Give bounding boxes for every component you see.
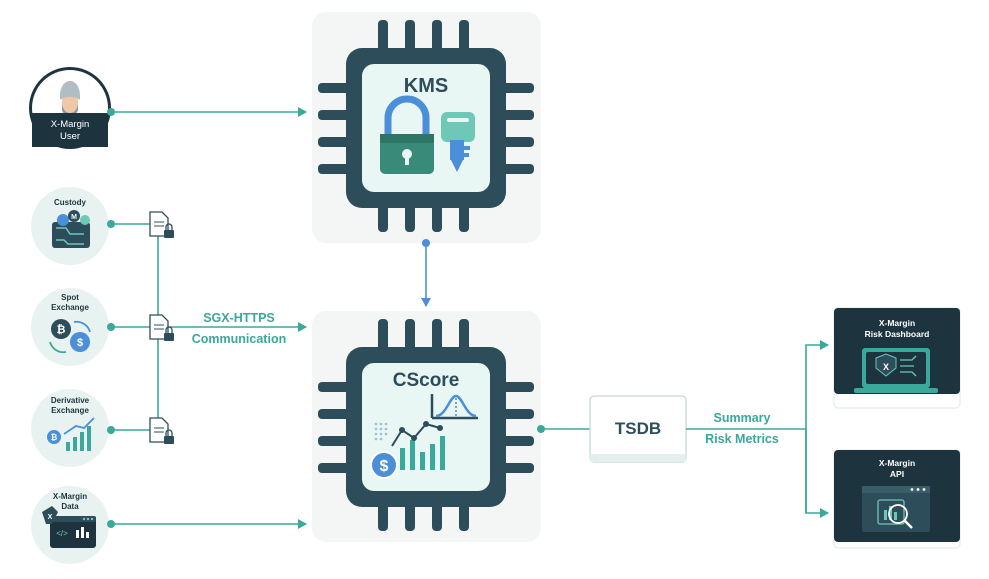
derivative-label-line2: Exchange: [51, 406, 89, 415]
spot-label-line2: Exchange: [51, 303, 89, 312]
encrypted-file-icon: [149, 211, 174, 238]
svg-text:$: $: [380, 458, 389, 475]
encrypted-file-icon: [149, 314, 174, 341]
custody-node: Custody M: [31, 187, 109, 265]
kms-label: KMS: [404, 75, 448, 97]
svg-text:$: $: [77, 337, 83, 349]
bus-to-cscore-arrowhead: [298, 322, 307, 332]
tsdb-label: TSDB: [615, 419, 661, 438]
exchange-bus-lines: [111, 223, 306, 431]
xmargin-data-node: X-Margin Data </> X: [31, 486, 109, 564]
svg-text:X: X: [883, 362, 889, 372]
xdata-label-line1: X-Margin: [53, 492, 87, 501]
cscore-chip: CScore: [318, 319, 534, 531]
api-card: X-Margin API: [833, 449, 961, 549]
svg-text:X: X: [48, 514, 53, 521]
svg-text:M: M: [71, 214, 77, 221]
dashboard-label-line1: X-Margin: [879, 318, 915, 328]
sgx-https-label: SGX-HTTPS: [203, 311, 275, 325]
currency-exchange-icon: ₿ $: [49, 319, 91, 354]
to-api-arrow: [805, 429, 829, 518]
svg-text:</>: </>: [56, 529, 68, 538]
wallet-icon: M: [52, 210, 90, 248]
user-label-line2: User: [60, 131, 80, 142]
summary-label: Summary: [714, 411, 771, 425]
spot-label-line1: Spot: [61, 293, 79, 302]
code-window-icon: </> X: [42, 506, 96, 548]
encrypted-file-icon: [149, 417, 174, 444]
analytics-chart-icon: $: [370, 394, 478, 479]
derivative-label-line1: Derivative: [51, 396, 90, 405]
xmargin-user-node: X-Margin User: [29, 67, 111, 149]
spot-exchange-node: Spot Exchange ₿ $: [31, 288, 109, 366]
svg-text:₿: ₿: [51, 433, 58, 442]
key-icon: [441, 112, 475, 172]
dashboard-label-line2: Risk Dashboard: [865, 329, 930, 339]
xdata-label-line2: Data: [61, 502, 79, 511]
risk-metrics-label: Risk Metrics: [705, 432, 779, 446]
laptop-dashboard-icon: X: [854, 348, 938, 393]
cscore-label: CScore: [393, 370, 460, 391]
custody-label: Custody: [54, 198, 87, 207]
tsdb-box: TSDB: [589, 395, 687, 463]
risk-dashboard-card: X-Margin Risk Dashboard X: [833, 307, 961, 409]
derivative-exchange-node: Derivative Exchange ₿: [31, 389, 109, 467]
growth-chart-icon: ₿: [47, 417, 95, 451]
api-label-line1: X-Margin: [879, 458, 915, 468]
api-label-line2: API: [890, 469, 904, 479]
communication-label: Communication: [192, 332, 286, 346]
kms-chip: KMS: [318, 20, 534, 232]
api-window-icon: [862, 486, 930, 532]
user-label-line1: X-Margin: [51, 119, 90, 130]
to-dashboard-arrow: [805, 340, 829, 513]
padlock-icon: [380, 95, 434, 174]
svg-text:₿: ₿: [57, 324, 66, 336]
